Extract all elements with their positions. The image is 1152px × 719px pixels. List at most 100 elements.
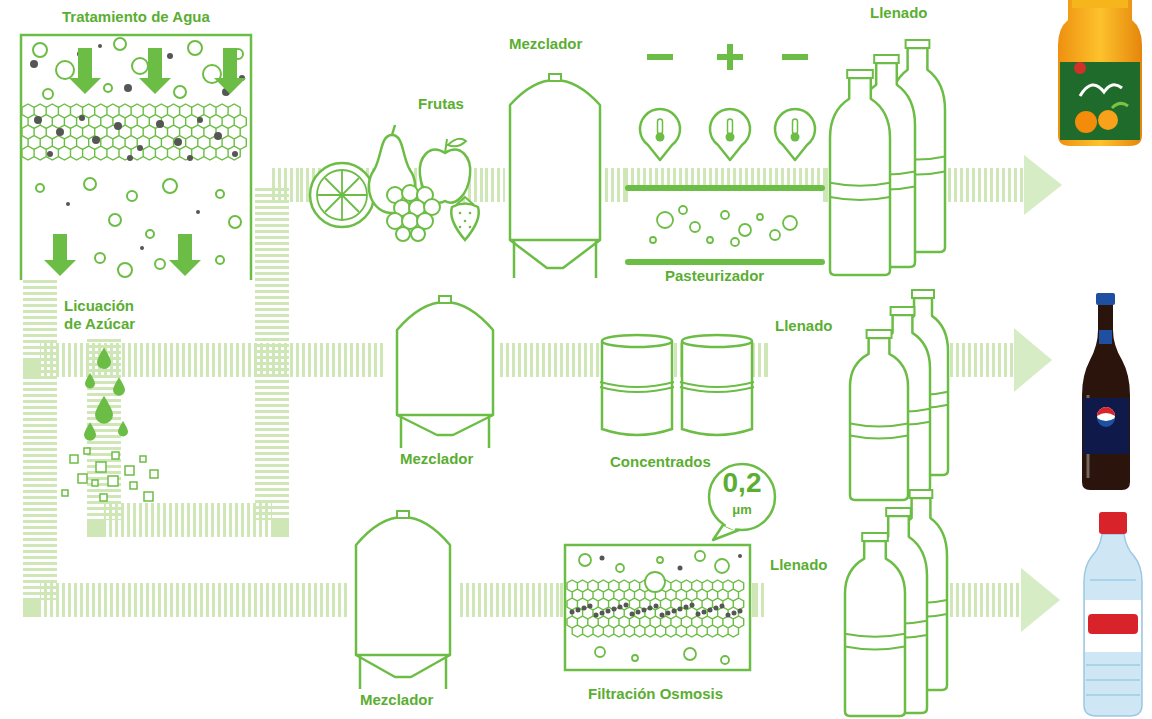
fruit-illustration-shape [396, 227, 410, 241]
osmosis-filter-shape [600, 611, 605, 616]
osmosis-filter-shape [732, 611, 737, 616]
sugar-illustration [144, 492, 153, 501]
juice-bottle [1060, 62, 1140, 140]
water-treatment-box-shape [169, 234, 201, 276]
filling-bottles-shape [765, 488, 950, 718]
water-treatment-box-shape [118, 263, 132, 277]
filling-bottles-shape [874, 55, 899, 63]
water-treatment-box-shape [232, 151, 238, 157]
osmosis-filter-shape [684, 648, 696, 660]
water-treatment-box-shape [69, 48, 101, 94]
filling-bottles-shape [850, 424, 908, 427]
water-treatment-box-shape [216, 256, 224, 264]
water-treatment-box-shape [174, 86, 186, 98]
cola-bottle [1099, 330, 1112, 344]
osmosis-filter-shape [612, 607, 617, 612]
pasteurizer-shape [640, 109, 680, 160]
osmosis-filter-shape [582, 606, 587, 611]
water-bottle [1099, 512, 1127, 534]
sugar-illustration [125, 466, 134, 475]
pasteurizer-shape [707, 237, 713, 243]
osmosis-filter-shape [579, 554, 591, 566]
water-bottle [1084, 512, 1142, 716]
water-treatment-box-shape [98, 44, 102, 48]
mixer-tank-shape [439, 296, 451, 303]
filling-bottles-shape [906, 40, 930, 48]
water-treatment-box-shape [109, 214, 121, 226]
pasteurizer-shape [782, 54, 808, 60]
mixer-tank-shape [356, 655, 450, 689]
osmosis-filter-shape [570, 610, 575, 615]
flow-band [765, 360, 770, 361]
flow-band [765, 343, 770, 377]
sugar-illustration [92, 480, 98, 486]
water-treatment-box-shape [43, 89, 53, 99]
water-treatment-box-shape [36, 184, 44, 192]
mixer-tank-shape [385, 290, 500, 475]
fruit-illustration-shape [310, 163, 374, 227]
water-treatment-box-shape [127, 155, 133, 161]
flow-band [460, 600, 560, 601]
node-label: Llenado [870, 4, 928, 22]
osmosis-filter-shape [721, 656, 729, 664]
flow-arrowhead [1014, 328, 1052, 392]
osmosis-filter-shape [678, 607, 683, 612]
water-bottle [1088, 614, 1138, 634]
sugar-illustration [84, 422, 96, 441]
pasteurizer-shape [647, 54, 673, 60]
water-treatment-box-shape [104, 84, 112, 92]
water-treatment-box-shape [196, 210, 200, 214]
water-treatment-box-shape [21, 35, 251, 280]
osmosis-filter-shape [690, 603, 695, 608]
fruit-illustration-shape [456, 197, 474, 205]
osmosis-filter-shape [565, 545, 750, 670]
filling-bottles-shape [850, 338, 908, 500]
pasteurizer-shape [757, 214, 763, 220]
flow-arrowhead [1021, 568, 1060, 632]
mixer-tank-shape [549, 74, 561, 81]
osmosis-filter-shape [588, 604, 593, 609]
osmosis-filter-shape [678, 566, 683, 571]
water-treatment-box-shape [132, 58, 148, 74]
node-label: Pasteurizador [665, 267, 764, 285]
water-treatment-box-shape [163, 179, 177, 193]
fruit-illustration-shape [392, 125, 395, 135]
flow-band [755, 600, 765, 601]
callout-bubble: 0,2μm [705, 460, 781, 534]
mixer-tank-shape [505, 30, 605, 280]
water-treatment-box-shape [146, 230, 154, 238]
mixer-tank-shape [510, 240, 600, 278]
mixer-tank-shape [350, 505, 460, 717]
mixer-tank: Mezclador [350, 505, 460, 717]
osmosis-filter: Filtración Osmosis [560, 540, 755, 718]
flow-band [500, 360, 590, 361]
flow-band [485, 168, 505, 202]
water-bottle [1084, 534, 1142, 716]
water-treatment-box-shape [114, 38, 126, 50]
water-treatment-box-shape [197, 117, 203, 123]
filling-bottles-shape [886, 508, 911, 516]
sugar-illustration [140, 456, 146, 462]
pasteurizer-shape [728, 119, 733, 134]
osmosis-filter-shape [714, 606, 719, 611]
concentrate-drums-shape [682, 335, 752, 347]
water-treatment-box-shape [21, 35, 251, 280]
mixer-tank: Mezclador [505, 30, 605, 280]
osmosis-filter-shape [642, 608, 647, 613]
water-bottle [1085, 600, 1141, 652]
pasteurizer-shape [783, 216, 797, 230]
water-treatment-box-shape [30, 60, 38, 68]
sugar-illustration [108, 476, 118, 486]
flow-band [950, 343, 1016, 377]
osmosis-filter-shape [624, 603, 629, 608]
water-treatment-box-shape [137, 145, 143, 151]
water-treatment-box-shape [156, 120, 164, 128]
node-label: Mezclador [400, 450, 473, 468]
fruit-illustration-shape [464, 220, 467, 223]
water-treatment-box-shape [229, 216, 241, 228]
water-treatment-box: Tratamiento de Agua [20, 8, 252, 280]
sugar-illustration [78, 474, 87, 483]
water-treatment-box-shape [95, 253, 105, 263]
pasteurizer-shape [710, 109, 750, 160]
pasteurizer-shape [739, 224, 751, 236]
